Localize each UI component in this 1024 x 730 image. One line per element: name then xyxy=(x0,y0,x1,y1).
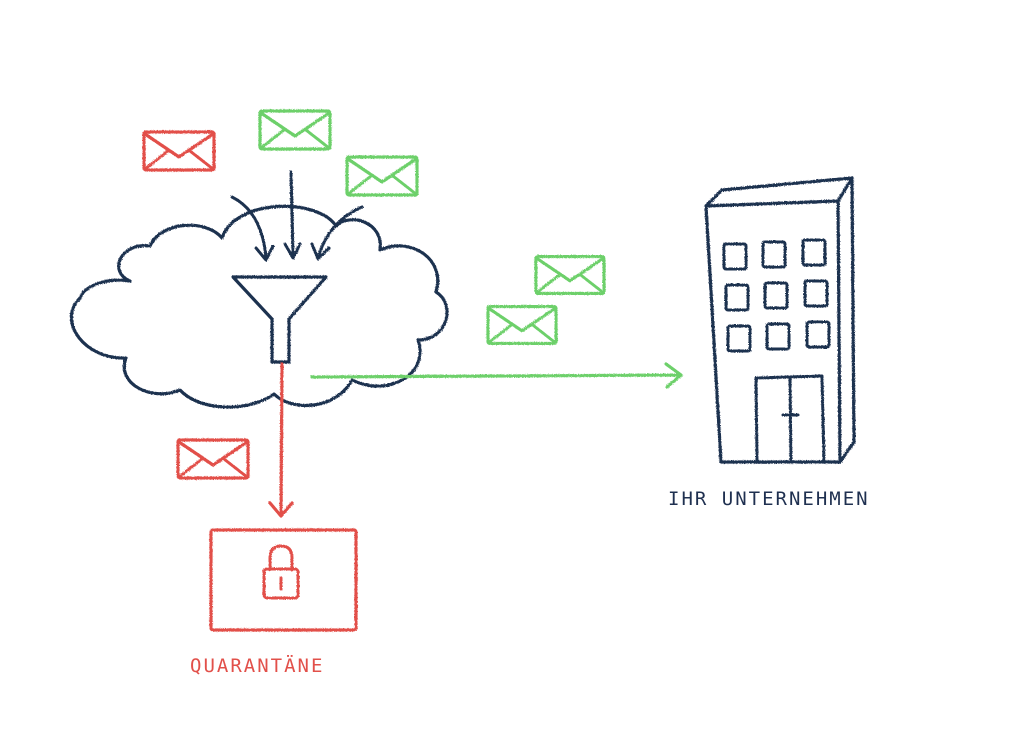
arrow-to-quarantine xyxy=(268,362,294,518)
green-envelope-icon-outgoing-1 xyxy=(534,254,606,296)
company-label: IHR UNTERNEHMEN xyxy=(668,488,870,510)
red-envelope-icon-incoming xyxy=(142,130,216,172)
green-envelope-icon-incoming-1 xyxy=(258,109,332,151)
incoming-arrows xyxy=(230,170,364,262)
building-door xyxy=(754,374,826,464)
funnel-icon xyxy=(231,275,328,364)
arrow-to-company xyxy=(310,362,683,389)
green-envelope-icon-outgoing-2 xyxy=(486,304,558,346)
quarantine-label: QUARANTÄNE xyxy=(190,655,325,677)
cloud-icon xyxy=(69,204,449,409)
quarantine-box xyxy=(209,528,358,632)
office-building-icon xyxy=(704,176,856,464)
padlock-icon xyxy=(262,544,300,600)
red-envelope-icon-quarantined xyxy=(176,438,250,480)
building-windows xyxy=(722,238,831,353)
green-envelope-icon-incoming-2 xyxy=(345,155,419,197)
